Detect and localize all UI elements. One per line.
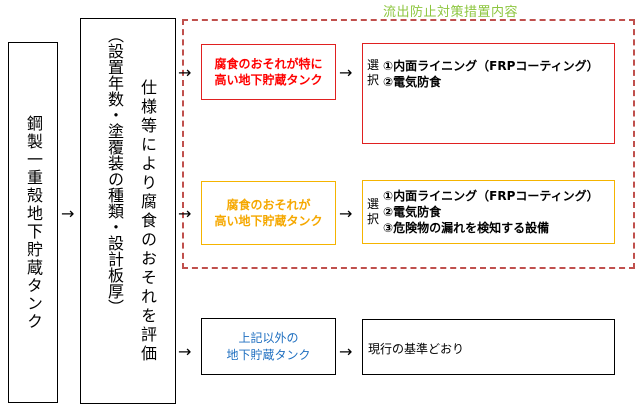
category-box-other: 上記以外の 地下貯蔵タンク <box>201 318 336 375</box>
category-3-label-line1: 上記以外の <box>238 330 299 345</box>
middle-box-criteria: （設置年数・塗覆装の種類・設計板厚） <box>105 27 124 315</box>
middle-box-evaluation: 仕様等により腐食のおそれを評価 （設置年数・塗覆装の種類・設計板厚） <box>80 18 176 404</box>
measures-box-high-risk: 選 択 ①内面ライニング（FRPコーティング） ②電気防食 ③危険物の漏れを検知… <box>362 180 615 244</box>
category-1-label-line1: 腐食のおそれが特に <box>214 57 323 71</box>
measures-box-other: 現行の基準どおり <box>362 319 615 375</box>
arrow-cat2-to-measures: → <box>339 204 353 223</box>
arrow-left-to-middle: → <box>61 204 75 223</box>
measures-2-select-char1: 選 <box>367 197 380 211</box>
measures-1-select-char1: 選 <box>367 58 380 72</box>
arrow-cat3-to-measures: → <box>339 342 353 361</box>
category-3-label-line2: 地下貯蔵タンク <box>226 347 311 362</box>
left-box-tank-type: 鋼製一重殻地下貯蔵タンク <box>8 42 58 403</box>
countermeasure-group-frame <box>182 19 635 269</box>
measures-1-select-char2: 択 <box>367 73 380 87</box>
measure-2-item-2: ②電気防食 <box>383 205 442 219</box>
measure-1-item-2: ②電気防食 <box>383 75 442 89</box>
measures-2-select-char2: 択 <box>367 212 380 226</box>
category-box-very-high-risk: 腐食のおそれが特に 高い地下貯蔵タンク <box>201 44 336 100</box>
category-2-label-line1: 腐食のおそれが <box>226 198 311 212</box>
measure-1-item-1: ①内面ライニング（FRPコーティング） <box>383 59 599 73</box>
measures-box-very-high-risk: 選 択 ①内面ライニング（FRPコーティング） ②電気防食 <box>362 43 615 144</box>
measure-2-item-3: ③危険物の漏れを検知する設備 <box>383 221 550 235</box>
category-2-label-line2: 高い地下貯蔵タンク <box>214 214 323 228</box>
middle-box-label: 仕様等により腐食のおそれを評価 <box>138 79 157 364</box>
countermeasure-group-title: 流出防止対策措置内容 <box>383 5 519 20</box>
arrow-middle-to-cat3: → <box>178 342 192 361</box>
left-box-label: 鋼製一重殻地下貯蔵タンク <box>24 114 43 331</box>
arrow-middle-to-cat1: → <box>178 63 192 82</box>
category-box-high-risk: 腐食のおそれが 高い地下貯蔵タンク <box>201 181 336 245</box>
arrow-cat1-to-measures: → <box>339 63 353 82</box>
measure-2-item-1: ①内面ライニング（FRPコーティング） <box>383 189 599 203</box>
arrow-middle-to-cat2: → <box>178 204 192 223</box>
measure-3-item-1: 現行の基準どおり <box>368 342 465 356</box>
category-1-label-line2: 高い地下貯蔵タンク <box>214 73 323 87</box>
